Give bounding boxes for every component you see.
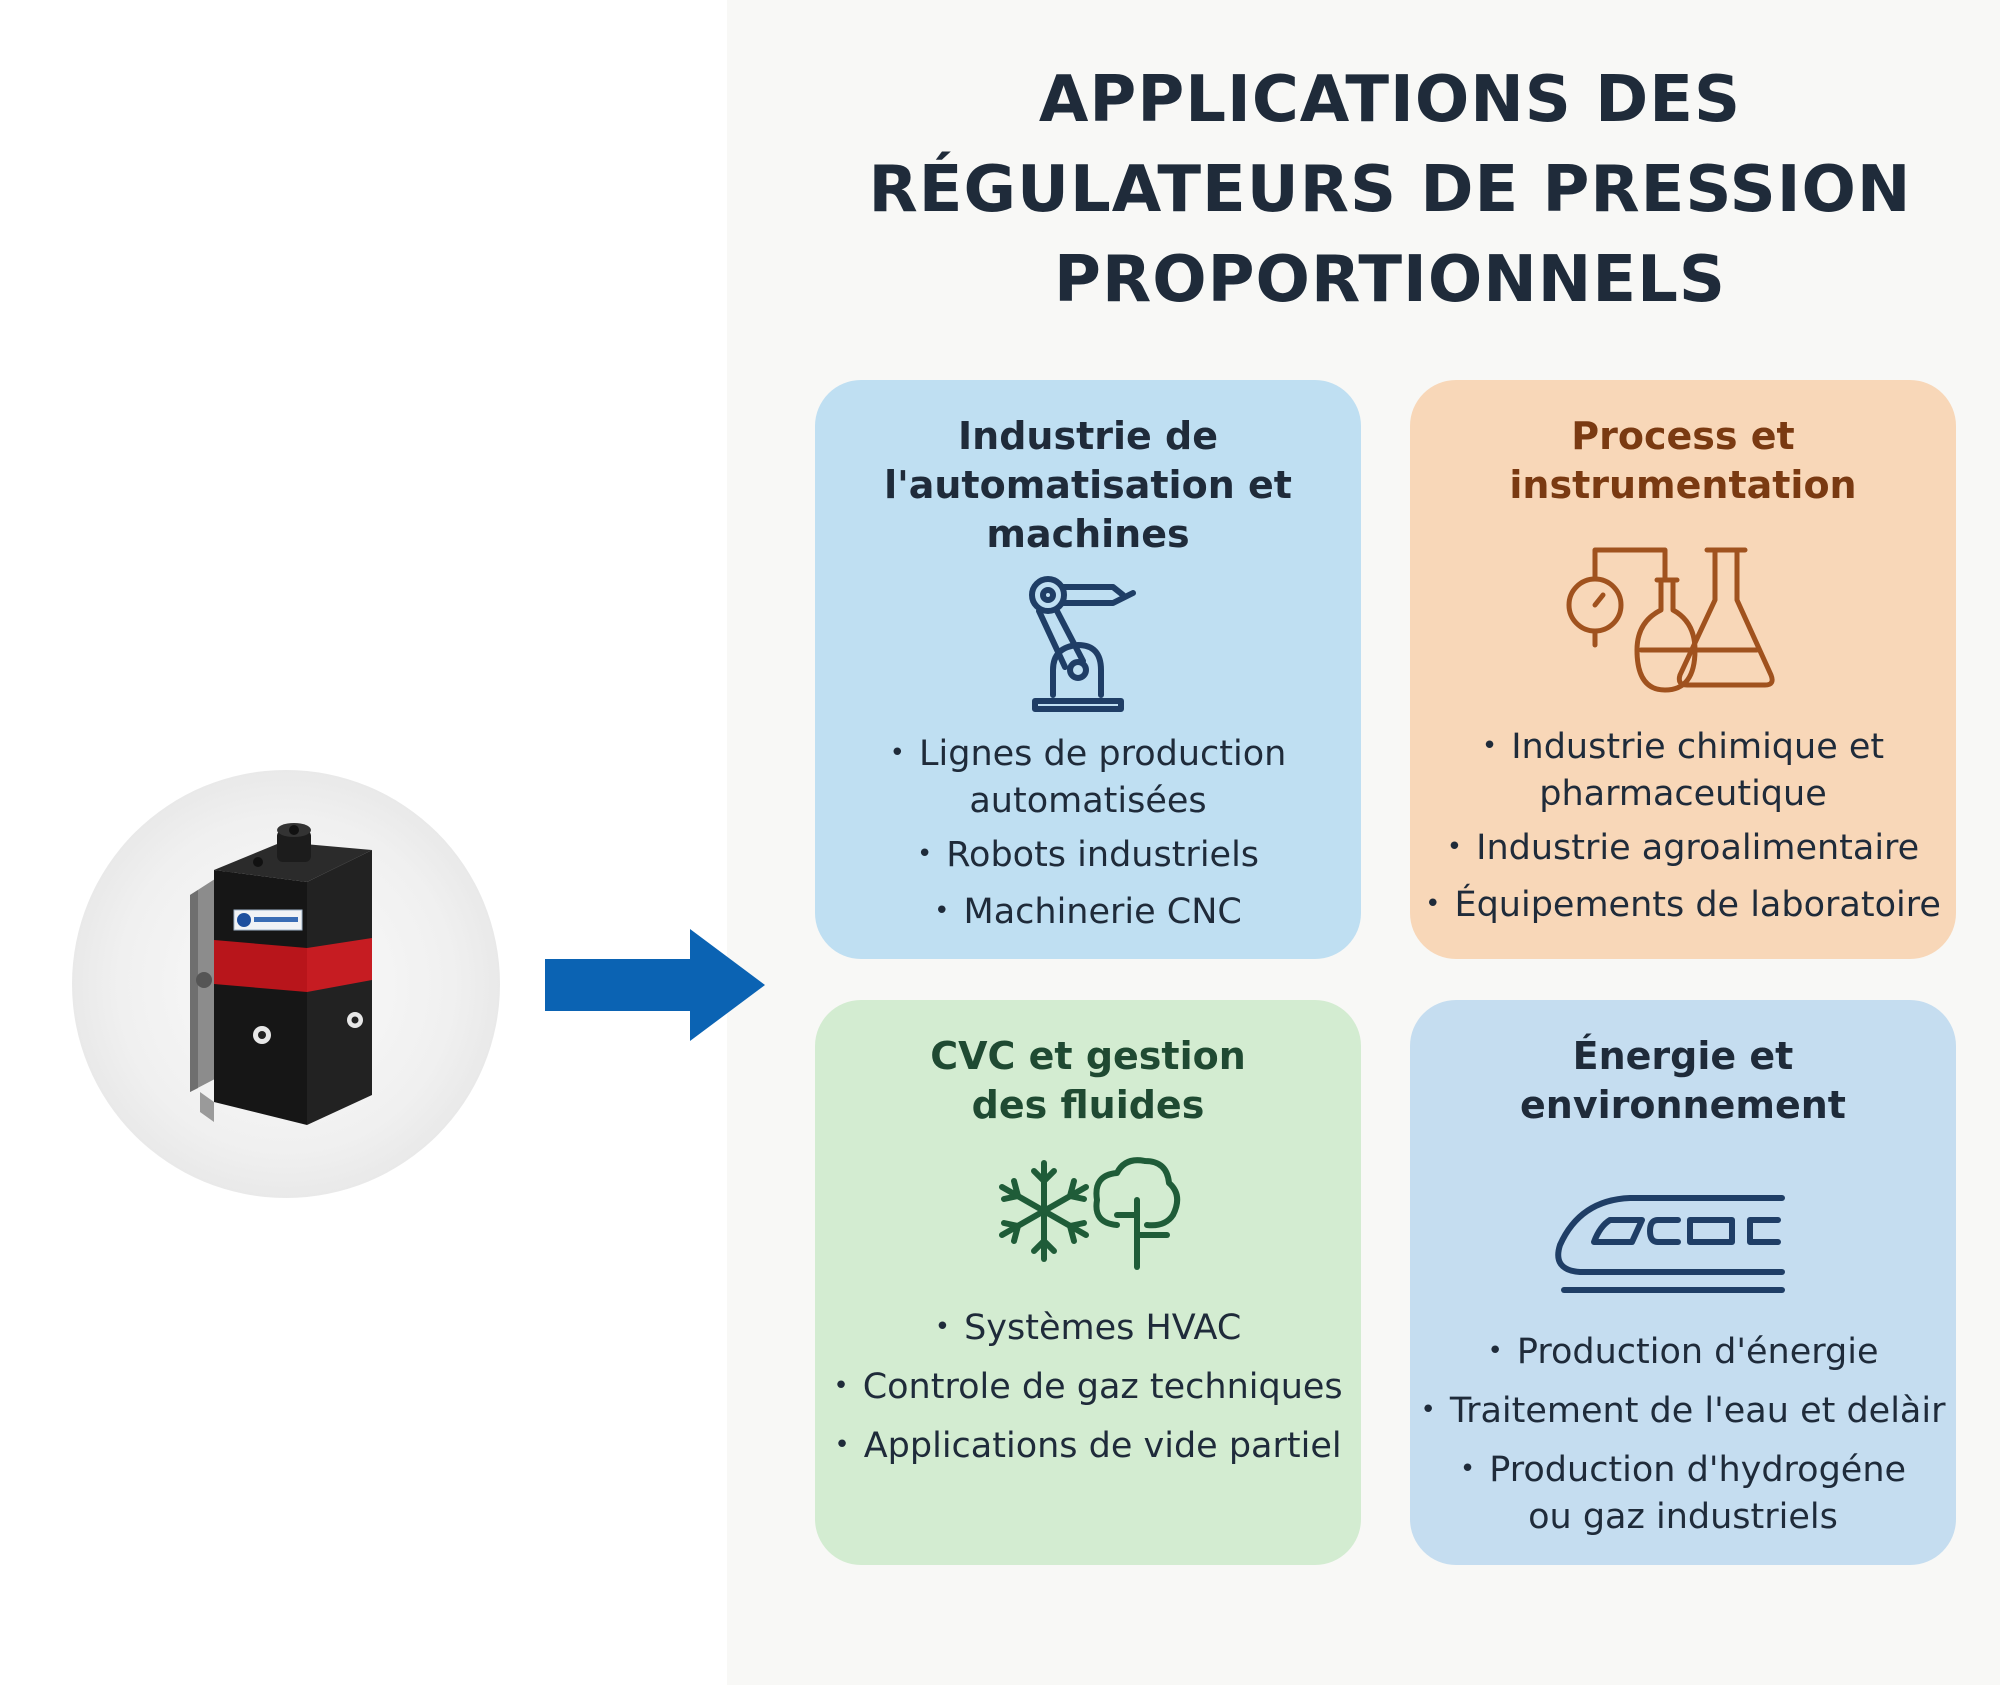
- list-item-text: Applications de vide partiel: [863, 1426, 1342, 1466]
- list-item-text: Machinerie CNC: [963, 892, 1242, 932]
- list-item-text: Industrie agroalimentaire: [1476, 828, 1920, 868]
- page-title: APPLICATIONS DES RÉGULATEURS DE PRESSION…: [820, 55, 1960, 325]
- list-item-text: Systèmes HVAC: [964, 1308, 1242, 1348]
- title-line: PROPORTIONNELS: [1054, 243, 1726, 317]
- list-item-text: Robots industriels: [946, 835, 1260, 875]
- product-image-circle: [72, 770, 500, 1198]
- list-item: •Controle de gaz techniques: [833, 1367, 1343, 1407]
- list-item-text: Industrie chimique et: [1511, 727, 1885, 767]
- card-title-line: instrumentation: [1509, 463, 1857, 507]
- lab-flasks-icon: [1566, 547, 1775, 693]
- list-item-text: Production d'énergie: [1516, 1332, 1879, 1372]
- list-item-text: Lignes de production: [919, 734, 1287, 774]
- card-title: Énergie et environnement: [1430, 1032, 1936, 1130]
- list-item: •Équipements de laboratoire: [1425, 885, 1941, 925]
- list-item: •Systèmes HVAC: [934, 1308, 1242, 1348]
- card-process: Process et instrumentation •Industrie ch…: [1410, 380, 1956, 959]
- card-title-line: l'automatisation et: [884, 463, 1292, 507]
- card-list: •Industrie chimique et pharmaceutique •I…: [1420, 725, 1946, 930]
- list-item: •Industrie chimique et pharmaceutique: [1481, 727, 1885, 814]
- card-title: Industrie de l'automatisation et machine…: [835, 412, 1341, 559]
- list-item: •Traitement de l'eau et delàir: [1420, 1391, 1946, 1431]
- list-item-text: Controle de gaz techniques: [862, 1367, 1343, 1407]
- list-item-text: ou gaz industriels: [1528, 1497, 1838, 1537]
- arrow-right-icon: [545, 929, 765, 1041]
- card-title-line: environnement: [1520, 1083, 1846, 1127]
- list-item-text: automatisées: [969, 781, 1207, 821]
- list-item-text: Équipements de laboratoire: [1454, 885, 1941, 925]
- card-title-line: Énergie et: [1572, 1034, 1794, 1078]
- list-item-text: pharmaceutique: [1539, 774, 1827, 814]
- title-line: RÉGULATEURS DE PRESSION: [868, 153, 1912, 227]
- list-item: •Machinerie CNC: [934, 892, 1242, 932]
- card-title-line: machines: [986, 512, 1190, 556]
- card-list: •Lignes de production automatisées •Robo…: [825, 732, 1351, 937]
- list-item: •Industrie agroalimentaire: [1446, 828, 1920, 868]
- list-item: •Production d'hydrogéne ou gaz industrie…: [1459, 1450, 1907, 1537]
- list-item: •Robots industriels: [916, 835, 1260, 875]
- card-title: CVC et gestion des fluides: [835, 1032, 1341, 1130]
- card-list: •Systèmes HVAC •Controle de gaz techniqu…: [825, 1300, 1351, 1477]
- card-automation: Industrie de l'automatisation et machine…: [815, 380, 1361, 959]
- snowflake-tree-icon: [999, 1157, 1181, 1270]
- list-item-text: Traitement de l'eau et delàir: [1449, 1391, 1946, 1431]
- list-item: •Lignes de production automatisées: [889, 734, 1287, 821]
- card-title-line: Industrie de: [958, 414, 1218, 458]
- card-title-line: CVC et gestion: [930, 1034, 1246, 1078]
- robot-arm-icon: [1029, 576, 1136, 712]
- pressure-regulator-image: [190, 823, 372, 1125]
- train-icon: [1555, 1195, 1785, 1293]
- card-title-line: Process et: [1571, 414, 1795, 458]
- card-list: •Production d'énergie •Traitement de l'e…: [1420, 1330, 1946, 1539]
- title-line: APPLICATIONS DES: [1038, 63, 1742, 137]
- card-title: Process et instrumentation: [1430, 412, 1936, 510]
- card-energy: Énergie et environnement •Production d'é…: [1410, 1000, 1956, 1565]
- card-title-line: des fluides: [971, 1083, 1205, 1127]
- list-item: •Production d'énergie: [1487, 1332, 1879, 1372]
- list-item-text: Production d'hydrogéne: [1489, 1450, 1907, 1490]
- card-cvc: CVC et gestion des fluides •Systèmes HVA…: [815, 1000, 1361, 1565]
- list-item: •Applications de vide partiel: [834, 1426, 1342, 1466]
